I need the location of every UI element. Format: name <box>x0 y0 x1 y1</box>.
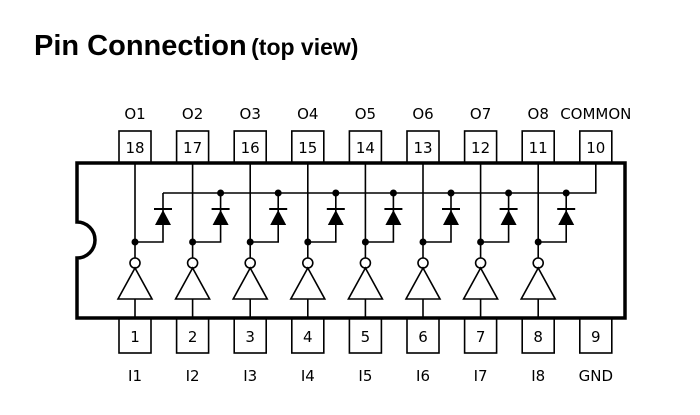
driver-channel <box>231 163 288 318</box>
diode-icon <box>500 210 517 225</box>
junction-dot <box>332 189 340 197</box>
pin-label: O5 <box>355 105 376 123</box>
diode-icon <box>385 210 402 225</box>
page-title: Pin Connection (top view) <box>34 30 358 63</box>
pin-number: 7 <box>476 328 486 346</box>
inverter-icon <box>519 266 557 300</box>
pin-number: 5 <box>361 328 371 346</box>
pin-label: I2 <box>186 367 200 385</box>
inverter-icon <box>462 266 499 300</box>
diode-icon <box>155 210 171 225</box>
pin-label: I8 <box>531 367 545 385</box>
pin-number: 18 <box>125 139 144 157</box>
diode-wire <box>307 193 337 243</box>
pin-number: 17 <box>183 139 202 157</box>
driver-channel <box>116 163 172 318</box>
pin-label: O3 <box>240 105 261 123</box>
pin-label: O1 <box>124 105 145 123</box>
common-bus <box>163 163 597 194</box>
inverter-icon <box>231 266 269 300</box>
diode-wire <box>135 193 164 243</box>
driver-channel <box>289 163 345 318</box>
diode-wire <box>538 193 567 243</box>
junction-dot <box>505 189 513 197</box>
pin-label: I4 <box>301 367 315 385</box>
pin-label: O8 <box>528 105 549 123</box>
pin-number: 2 <box>188 328 198 346</box>
junction-dot <box>274 189 282 197</box>
pin-label: COMMON <box>560 105 631 123</box>
inverter-icon <box>289 266 327 300</box>
pin-number: 11 <box>529 139 548 157</box>
title-sub: (top view) <box>251 34 359 60</box>
pin-number: 16 <box>241 139 260 157</box>
diode-wire <box>250 193 279 243</box>
driver-channel <box>519 163 576 318</box>
pin-label: O6 <box>412 105 433 123</box>
junction-dot <box>562 189 570 197</box>
pin-label: O7 <box>470 105 491 123</box>
ic-body <box>75 161 627 320</box>
pin-number: 12 <box>471 139 490 157</box>
driver-channel <box>404 163 460 318</box>
pin-number: 4 <box>303 328 313 346</box>
pin-label: I1 <box>128 367 142 385</box>
diode-icon <box>212 210 229 225</box>
junction-dot <box>447 189 455 197</box>
diode-wire <box>192 193 222 243</box>
inverter-icon <box>404 266 442 300</box>
inverter-icon <box>116 266 154 300</box>
pin-number: 9 <box>591 328 601 346</box>
pin-label: I5 <box>358 367 372 385</box>
diode-wire <box>480 193 510 243</box>
inverter-icon <box>174 266 211 300</box>
diode-icon <box>443 210 459 225</box>
diode-wire <box>365 193 395 243</box>
title-main: Pin Connection <box>34 30 247 62</box>
pin-number: 15 <box>298 139 317 157</box>
pin-number: 14 <box>356 139 375 157</box>
diode-icon <box>327 210 344 225</box>
pin-number: 13 <box>413 139 432 157</box>
pin-number: 1 <box>130 328 140 346</box>
pin-label: GND <box>579 367 613 385</box>
pin-number: 3 <box>245 328 255 346</box>
diode-icon <box>270 210 287 225</box>
junction-dot <box>389 189 397 197</box>
inverter-icon <box>347 266 384 300</box>
pin-number: 8 <box>533 328 543 346</box>
driver-channel <box>174 163 230 318</box>
pin-number: 6 <box>418 328 428 346</box>
pin-box <box>578 317 613 354</box>
pin-label: I6 <box>416 367 430 385</box>
diode-icon <box>558 210 575 225</box>
driver-channel <box>462 163 518 318</box>
pin-number: 10 <box>586 139 605 157</box>
driver-channel <box>347 163 403 318</box>
pin-label: I3 <box>243 367 257 385</box>
junction-dot <box>217 189 225 197</box>
pin-label: O4 <box>297 105 318 123</box>
pin-label: I7 <box>474 367 488 385</box>
pin-label: O2 <box>182 105 203 123</box>
diode-wire <box>423 193 452 243</box>
